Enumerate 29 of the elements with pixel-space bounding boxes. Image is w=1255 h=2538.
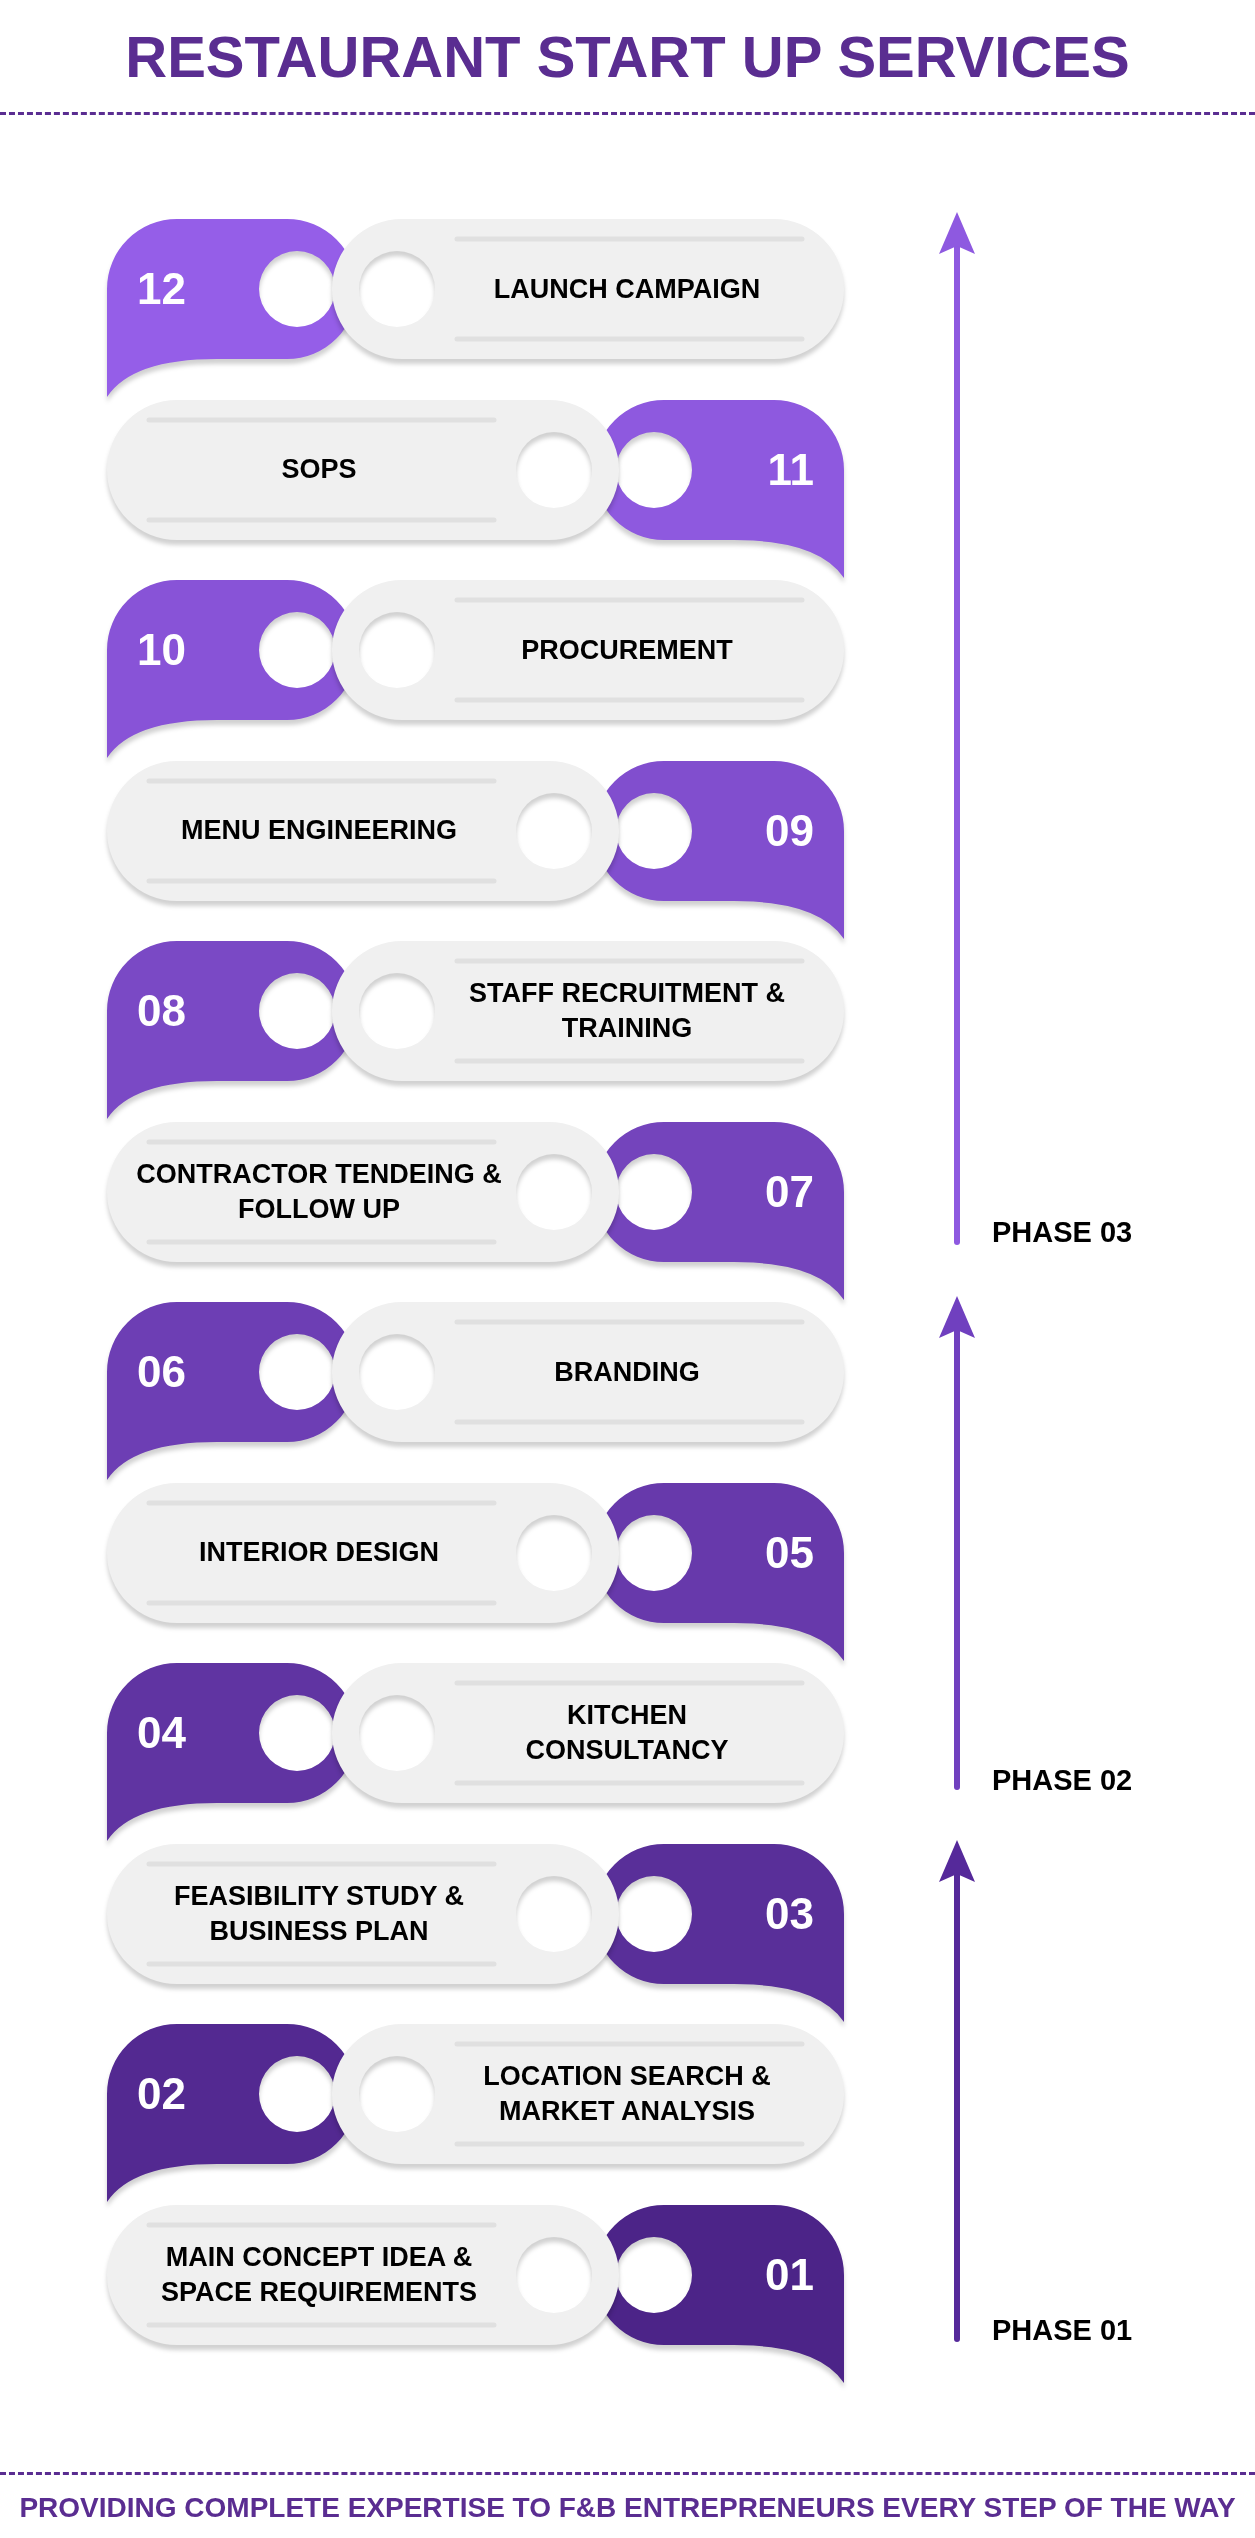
- phase-label: PHASE 02: [992, 1764, 1133, 1796]
- step-title: INTERIOR DESIGN: [199, 1536, 439, 1569]
- step-number: 07: [765, 1167, 814, 1216]
- step-title: LOCATION SEARCH & MARKET ANALYSIS: [482, 2060, 772, 2128]
- title: RESTAURANT START UP SERVICES: [124, 23, 1131, 91]
- step-title: FEASIBILITY STUDY & BUSINESS PLAN: [172, 1879, 465, 1948]
- caption: PROVIDING COMPLETE EXPERTISE TO F&B ENTREPRENEURS EVERY STEP OF THE WAY: [18, 2491, 1237, 2525]
- step-number: 02: [137, 2070, 186, 2118]
- phase-label: PHASE 01: [992, 2314, 1133, 2346]
- step-number: 11: [767, 445, 814, 494]
- step-title: KITCHEN CONSULTANCY: [524, 1699, 730, 1767]
- step-number: 09: [765, 806, 814, 855]
- step-number: 08: [137, 987, 186, 1035]
- step-title: LAUNCH CAMPAIGN: [493, 272, 761, 306]
- step-title: MENU ENGINEERING: [181, 814, 457, 847]
- step-number: 05: [765, 1528, 814, 1577]
- step-title: BRANDING: [554, 1355, 700, 1389]
- step-number: 01: [765, 2250, 814, 2299]
- step-number: 10: [137, 626, 186, 674]
- step-number: 12: [137, 265, 186, 313]
- step-title: MAIN CONCEPT IDEA & SPACE REQUIREMENTS: [159, 2240, 478, 2309]
- step-title: STAFF RECRUITMENT & TRAINING: [468, 977, 786, 1045]
- step-title: CONTRACTOR TENDEING & FOLLOW UP: [135, 1157, 503, 1226]
- step-title: PROCUREMENT: [521, 633, 733, 667]
- step-number: 06: [137, 1348, 186, 1396]
- step-number: 03: [765, 1889, 814, 1938]
- phase-label: PHASE 03: [992, 1216, 1133, 1248]
- step-number: 04: [137, 1709, 186, 1757]
- step-title: SOPS: [281, 453, 357, 486]
